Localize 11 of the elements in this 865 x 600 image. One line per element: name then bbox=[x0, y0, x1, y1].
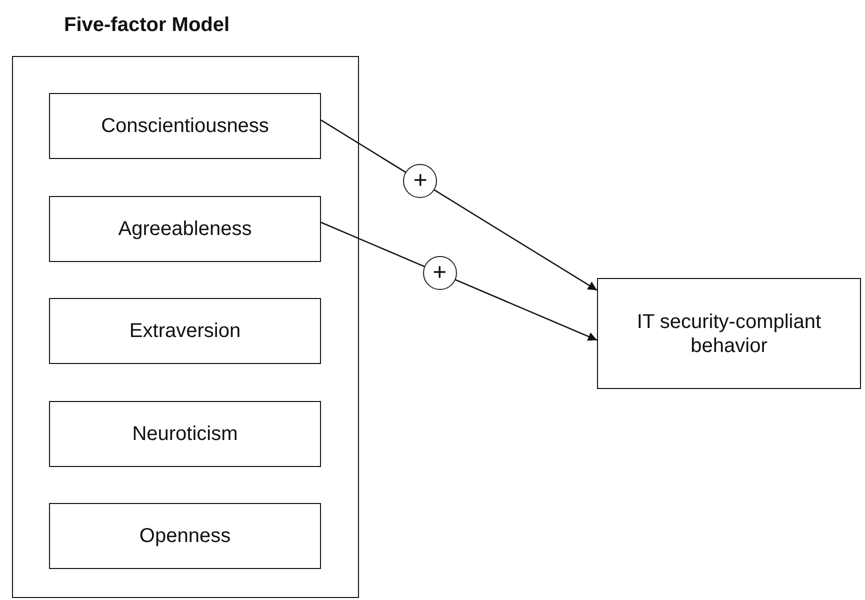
edge-label: + bbox=[403, 164, 438, 198]
construct-box: Conscientiousness bbox=[49, 93, 321, 159]
group-title: Five-factor Model bbox=[64, 14, 230, 37]
construct-box: IT security-compliant behavior bbox=[597, 278, 861, 389]
construct-box: Agreeableness bbox=[49, 196, 321, 262]
construct-box: Openness bbox=[49, 503, 321, 569]
construct-box: Extraversion bbox=[49, 298, 321, 364]
arrow bbox=[320, 120, 598, 291]
edge-label: + bbox=[422, 256, 457, 290]
arrow bbox=[320, 222, 598, 341]
construct-box: Neuroticism bbox=[49, 401, 321, 467]
